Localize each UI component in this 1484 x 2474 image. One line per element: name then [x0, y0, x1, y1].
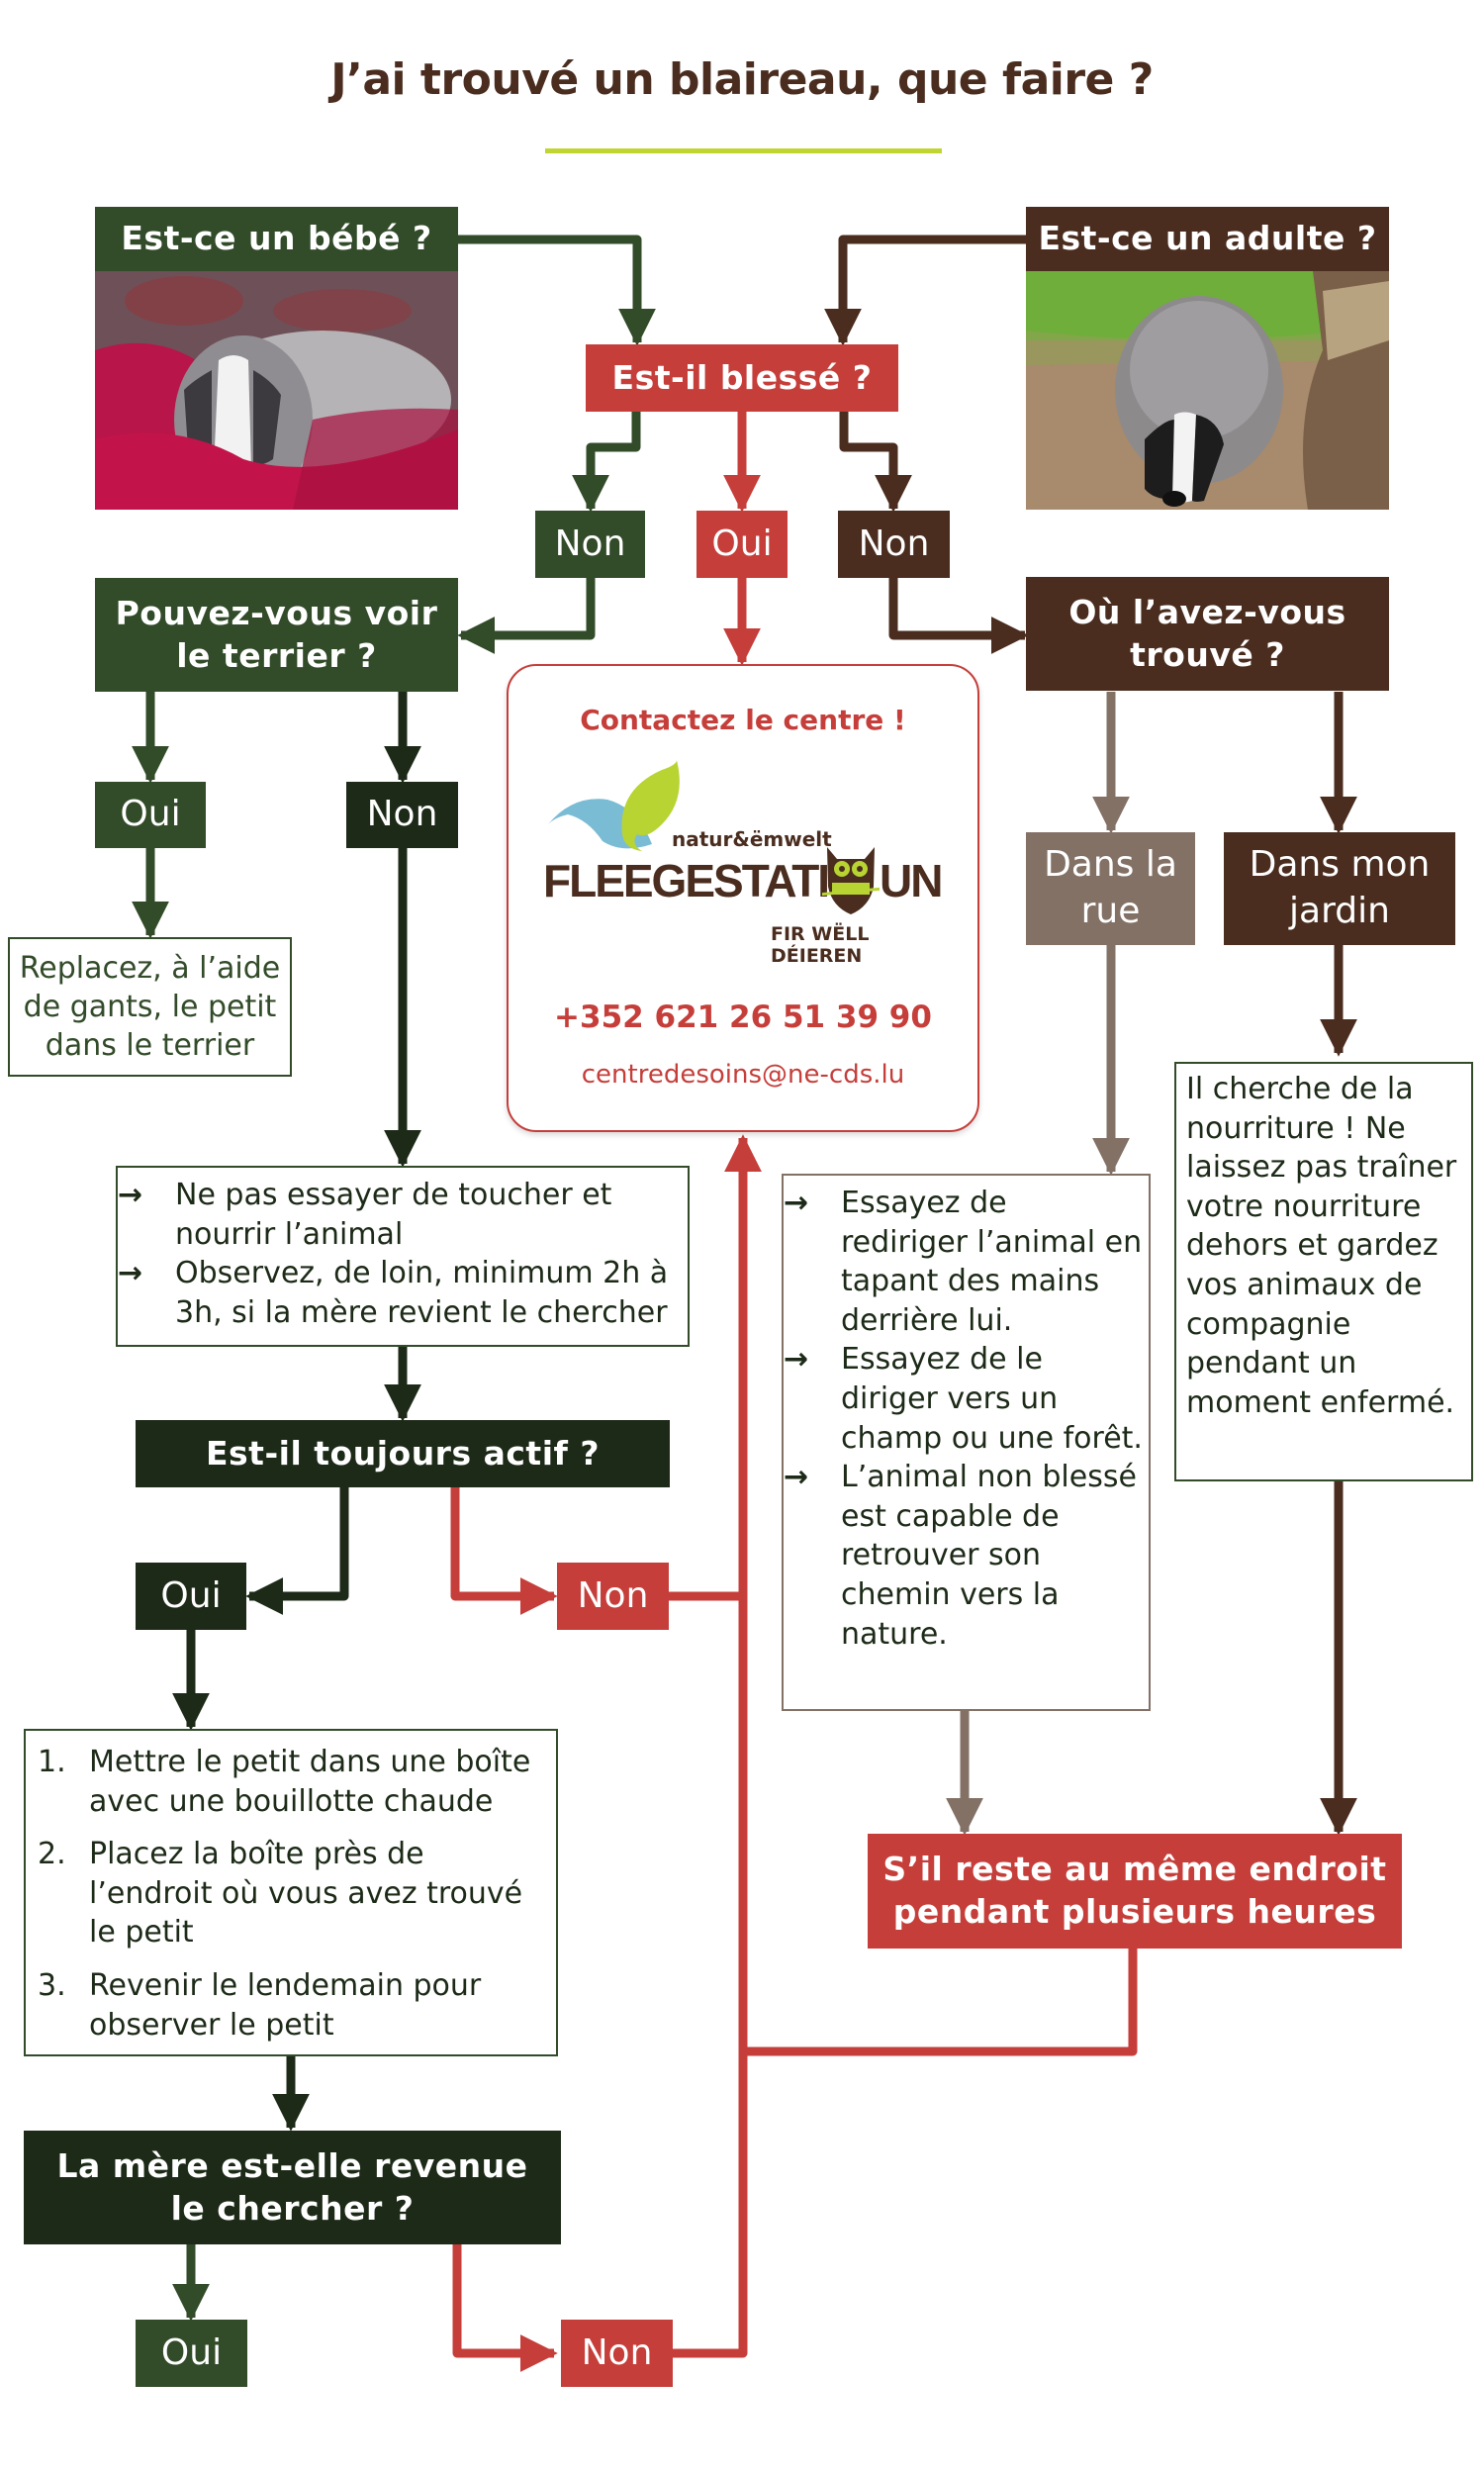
street-advice-item: →L’animal non blessé est capable de retr… — [784, 1460, 1137, 1652]
injured-no-left-label: Non — [535, 511, 645, 578]
logo-tagline-top: natur&ëmwelt — [672, 827, 832, 851]
observe-bullet-item: →Observez, de loin, minimum 2h à 3h, si … — [118, 1256, 669, 1330]
active-yes-label: Oui — [136, 1563, 246, 1630]
burrow-no-label: Non — [346, 782, 458, 848]
baby-question-box: Est-ce un bébé ? — [95, 207, 458, 271]
burrow-yes-label: Oui — [95, 782, 206, 848]
fleegestatioun-logo: natur&ëmwelt FLEEGESTATI UN FIR WËLL DÉI… — [543, 760, 949, 967]
contact-heading: Contactez le centre ! — [580, 704, 906, 736]
contact-email-link[interactable]: centredesoins@ne-cds.lu — [581, 1060, 905, 1090]
street-advice-item: →Essayez de le diriger vers un champ ou … — [784, 1342, 1143, 1456]
adult-question-box: Est-ce un adulte ? — [1026, 207, 1389, 271]
adult-badger-icon — [1026, 271, 1389, 510]
steps-list: 1.Mettre le petit dans une boîte avec un… — [34, 1743, 548, 2045]
where-street-label: Dans la rue — [1026, 832, 1195, 945]
mother-yes-label: Oui — [136, 2320, 247, 2387]
mother-no-label: Non — [561, 2320, 673, 2387]
page-title: J’ai trouvé un blaireau, que faire ? — [330, 54, 1154, 105]
logo-leaves-icon — [548, 760, 680, 851]
arrow-right-icon: → — [784, 1186, 809, 1220]
connector-baby-to-injured — [458, 235, 656, 346]
step-item: 3.Revenir le lendemain pour observer le … — [38, 1967, 482, 2043]
logo-tagline-bottom: FIR WËLL DÉIEREN — [771, 923, 870, 967]
connector-injured-to-no-left — [572, 412, 641, 513]
observe-bullet-list: →Ne pas essayer de toucher et nourrir l’… — [118, 1176, 680, 1332]
mother-question-box: La mère est-elle revenue le chercher ? — [24, 2131, 561, 2244]
title-divider — [545, 148, 942, 153]
step-item: 1.Mettre le petit dans une boîte avec un… — [38, 1745, 531, 1819]
connector-no-to-burrow — [457, 578, 596, 654]
logo-name: FLEEGESTATI — [543, 855, 830, 906]
steps-box: 1.Mettre le petit dans une boîte avec un… — [24, 1729, 558, 2056]
street-advice-box: →Essayez de rediriger l’animal en tapant… — [782, 1174, 1151, 1711]
stays-in-place-box: S’il reste au même endroit pendant plusi… — [868, 1834, 1402, 1949]
connector-stays-to-trunk — [743, 1949, 1138, 2056]
active-question-box: Est-il toujours actif ? — [136, 1420, 670, 1487]
connector-active-to-no — [450, 1487, 558, 1615]
connector-mother-to-no — [452, 2244, 558, 2372]
connector-adult-to-injured — [824, 235, 1026, 346]
where-garden-label: Dans mon jardin — [1224, 832, 1455, 945]
arrow-right-icon: → — [118, 1256, 143, 1291]
active-no-label: Non — [557, 1563, 669, 1630]
street-advice-item: →Essayez de rediriger l’animal en tapant… — [784, 1186, 1143, 1338]
observe-instructions-box: →Ne pas essayer de toucher et nourrir l’… — [116, 1166, 690, 1347]
step-item: 2.Placez la boîte près de l’endroit où v… — [38, 1837, 523, 1951]
adult-badger-photo — [1026, 271, 1389, 510]
connector-injured-to-no-right — [839, 412, 912, 513]
baby-badger-icon — [95, 271, 458, 510]
baby-badger-photo — [95, 271, 458, 510]
owl-icon — [822, 847, 880, 914]
replace-in-burrow-note: Replacez, à l’aide de gants, le petit da… — [8, 937, 292, 1077]
injured-no-right-label: Non — [838, 511, 950, 578]
arrow-right-icon: → — [118, 1178, 143, 1212]
logo-name-end: UN — [880, 855, 943, 906]
where-question-box: Où l’avez-vous trouvé ? — [1026, 577, 1389, 691]
arrow-right-icon: → — [784, 1342, 809, 1378]
observe-bullet-item: →Ne pas essayer de toucher et nourrir l’… — [118, 1178, 612, 1252]
contact-center-card: Contactez le centre ! natur&ëmwelt FLEEG… — [507, 664, 979, 1132]
arrow-right-icon: → — [784, 1460, 809, 1495]
connector-mother-no-to-trunk — [673, 1134, 762, 2358]
street-advice-list: →Essayez de rediriger l’animal en tapant… — [784, 1184, 1143, 1654]
connector-no-to-where — [888, 578, 1029, 654]
contact-phone-link[interactable]: +352 621 26 51 39 90 — [554, 999, 932, 1035]
injured-question-box: Est-il blessé ? — [586, 344, 898, 412]
garden-advice-box: Il cherche de la nourriture ! Ne laissez… — [1174, 1062, 1473, 1481]
injured-yes-label: Oui — [696, 511, 788, 578]
burrow-question-box: Pouvez-vous voir le terrier ? — [95, 578, 458, 692]
connector-active-to-yes — [245, 1487, 349, 1615]
